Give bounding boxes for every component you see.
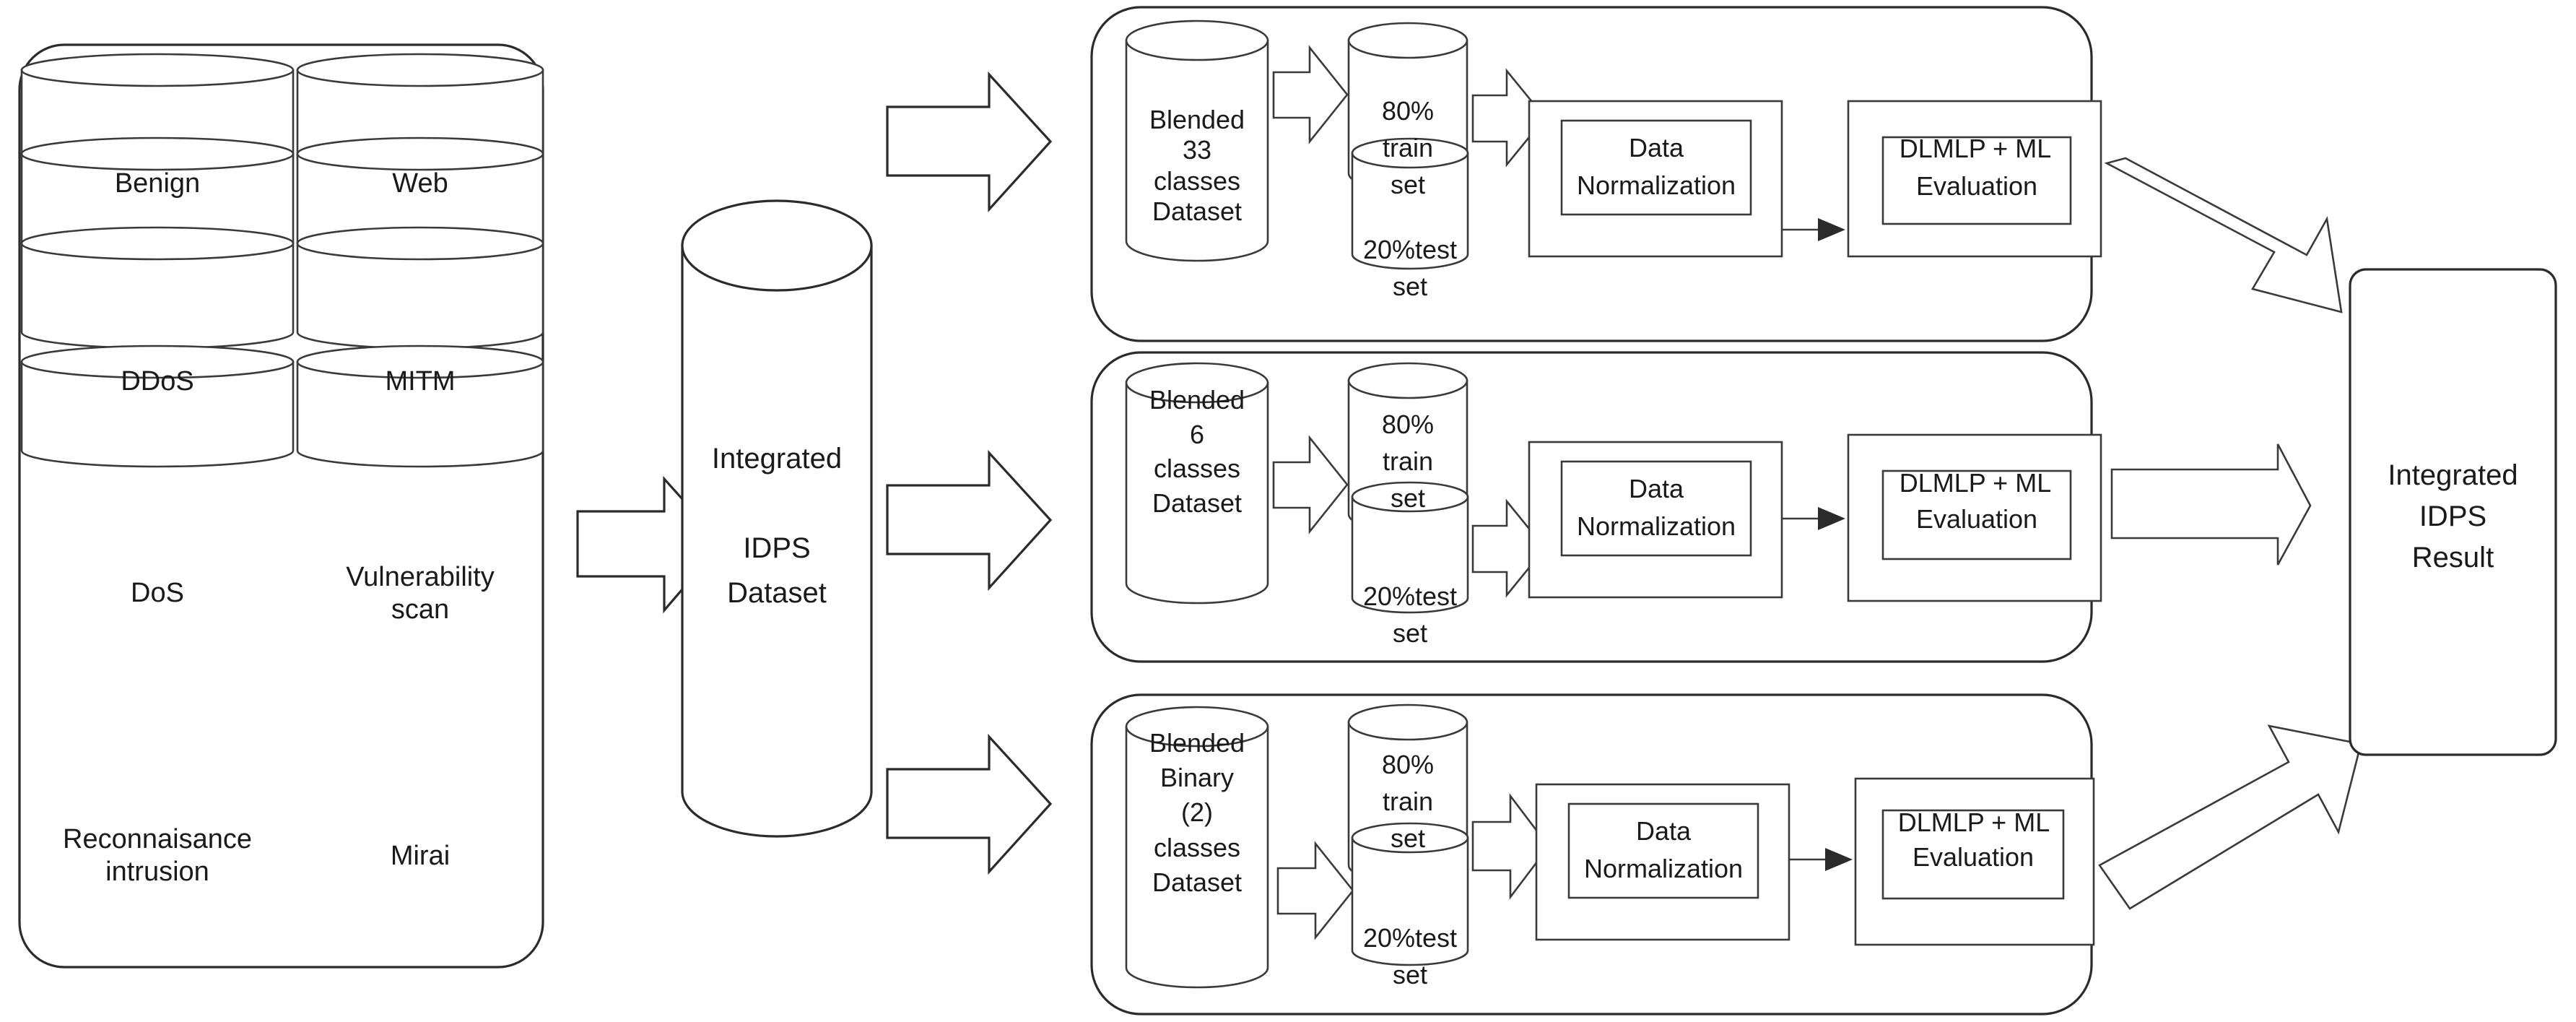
pipeline-3-test-cylinder bbox=[1351, 822, 1469, 966]
source-label-dos: DoS bbox=[131, 578, 184, 608]
pipeline-1-evaluation-inner-box bbox=[1881, 136, 2072, 225]
source-cyl-dos bbox=[20, 226, 295, 350]
pipeline-2-blended-dataset-cylinder bbox=[1125, 362, 1269, 605]
pipeline-1-arrow-to-normalization bbox=[1471, 68, 1546, 168]
pipeline-1-normalization-inner-box bbox=[1560, 119, 1752, 216]
pipeline-2-evaluation-inner-label: Evaluation bbox=[1915, 504, 2038, 534]
pipeline-2-evaluation-inner-box bbox=[1881, 469, 2072, 560]
source-label-reconnaisance-intrusion: Reconnaisance intrusion bbox=[63, 824, 252, 887]
pipeline-1-normalization-label: Data Normalization bbox=[1576, 133, 1736, 201]
pipeline-3-arrowhead-norm-to-eval bbox=[1825, 848, 1853, 871]
source-label-mirai: Mirai bbox=[390, 841, 451, 871]
pipeline-2-normalization-inner-box bbox=[1560, 460, 1752, 557]
pipeline-1-arrow-split bbox=[1272, 45, 1349, 144]
pipeline-3-output-arrow bbox=[2098, 724, 2362, 910]
arrow-integrated-to-row2 bbox=[886, 449, 1053, 592]
pipeline-1-train-label: 80% train set bbox=[1381, 96, 1435, 200]
pipeline-3-arrow-split bbox=[1276, 841, 1354, 940]
pipeline-3-train-label: 80% train set bbox=[1381, 750, 1435, 854]
pipeline-2-normalization-label: Data Normalization bbox=[1576, 474, 1736, 542]
pipeline-3-evaluation-outer-label: DLMLP + ML bbox=[1897, 807, 2050, 837]
pipeline-3-evaluation-inner-box bbox=[1881, 809, 2065, 900]
integrated-idps-result-label: Integrated IDPS Result bbox=[2388, 459, 2518, 573]
pipeline-1-test-label: 20%test set bbox=[1362, 235, 1458, 302]
source-label-vulnerability-scan: Vulnerability scan bbox=[346, 562, 495, 625]
source-cyl-reconnaisance-intrusion bbox=[20, 345, 295, 468]
integrated-idps-dataset-cylinder bbox=[681, 199, 873, 838]
source-cyl-mirai bbox=[296, 345, 544, 468]
pipeline-2-dataset-label: Blended 6 classes Dataset bbox=[1149, 385, 1245, 518]
pipeline-2-output-arrow bbox=[2110, 443, 2312, 566]
source-label-benign: Benign bbox=[114, 168, 201, 199]
pipeline-2-arrow-split bbox=[1272, 435, 1349, 534]
pipeline-2-evaluation-outer-label: DLMLP + ML bbox=[1899, 468, 2052, 498]
pipeline-2-test-label: 20%test set bbox=[1362, 581, 1458, 649]
pipeline-1-dataset-label: Blended 33 classes Dataset bbox=[1149, 105, 1245, 227]
pipeline-1-blended-dataset-cylinder bbox=[1125, 20, 1269, 262]
pipeline-1-evaluation-outer-label: DLMLP + ML bbox=[1899, 134, 2052, 163]
pipeline-1-arrowhead-norm-to-eval bbox=[1818, 218, 1845, 241]
pipeline-1-test-cylinder bbox=[1351, 137, 1469, 270]
pipeline-3-normalization-inner-box bbox=[1567, 802, 1759, 899]
pipeline-2-arrow-to-normalization bbox=[1471, 498, 1546, 598]
pipeline-3-evaluation-inner-label: Evaluation bbox=[1912, 842, 2035, 872]
source-cyl-vulnerability-scan bbox=[296, 226, 544, 350]
source-label-mitm: MITM bbox=[385, 366, 456, 397]
arrow-integrated-to-row1 bbox=[886, 71, 1053, 213]
pipeline-3-dataset-label: Blended Binary (2) classes Dataset bbox=[1149, 728, 1245, 897]
pipeline-1-output-arrow bbox=[2104, 157, 2343, 313]
pipeline-2-arrowhead-norm-to-eval bbox=[1818, 507, 1845, 530]
integrated-idps-result-box bbox=[2349, 268, 2557, 756]
pipeline-3-arrow-to-normalization bbox=[1471, 793, 1550, 900]
pipeline-2-train-label: 80% train set bbox=[1381, 410, 1435, 514]
integrated-dataset-label: Integrated IDPS Dataset bbox=[711, 443, 843, 609]
arrow-integrated-to-row3 bbox=[886, 733, 1053, 875]
pipeline-1-evaluation-inner-label: Evaluation bbox=[1915, 171, 2038, 201]
source-label-ddos: DDoS bbox=[121, 366, 194, 397]
source-label-web: Web bbox=[392, 168, 448, 199]
pipeline-3-test-label: 20%test set bbox=[1362, 923, 1458, 990]
pipeline-2-test-cylinder bbox=[1351, 481, 1469, 614]
pipeline-3-normalization-label: Data Normalization bbox=[1583, 816, 1744, 884]
pipeline-3-blended-dataset-cylinder bbox=[1125, 706, 1269, 989]
